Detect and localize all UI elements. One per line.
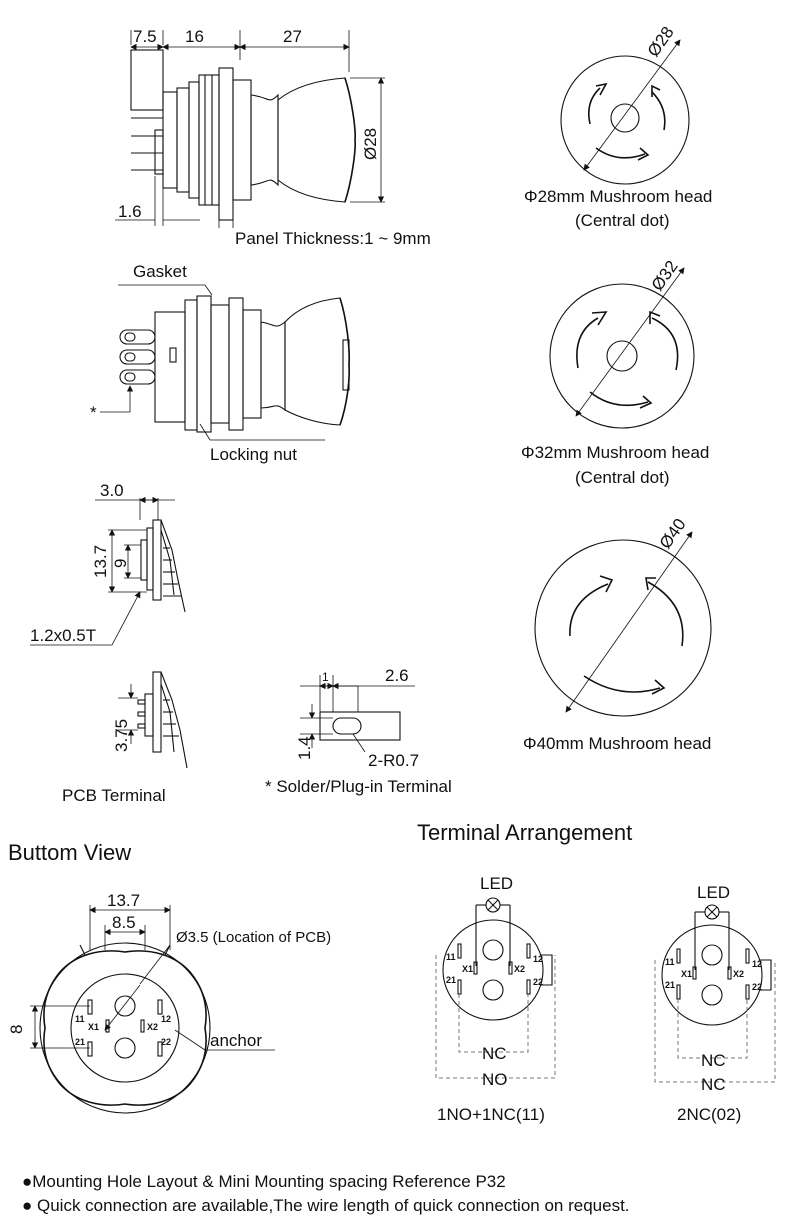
locking-nut-label: Locking nut — [210, 445, 297, 464]
right-pin-22: 22 — [752, 982, 762, 992]
bottom-pin-x2: X2 — [147, 1022, 158, 1032]
note-mounting-hole: ●Mounting Hole Layout & Mini Mounting sp… — [22, 1172, 506, 1191]
pcb-terminal-label: PCB Terminal — [62, 786, 166, 805]
left-led-label: LED — [480, 874, 513, 893]
dim-1: 1 — [322, 670, 329, 684]
left-pin-12: 12 — [533, 954, 543, 964]
terminal-arrangement: Terminal Arrangement LED 11 21 X1 X2 — [417, 820, 776, 1124]
asterisk-marker: * — [90, 403, 97, 422]
bottom-pin-21: 21 — [75, 1037, 85, 1047]
notes: ●Mounting Hole Layout & Mini Mounting sp… — [22, 1172, 630, 1215]
side-assembly-view: Gasket * Locking nut — [90, 262, 350, 464]
gasket-label: Gasket — [133, 262, 187, 281]
right-pin-x1: X1 — [681, 969, 692, 979]
right-caption: 2NC(02) — [677, 1105, 741, 1124]
dim-13-7: 13.7 — [91, 545, 110, 578]
bottom-dim-13-7: 13.7 — [107, 891, 140, 910]
head-40-dim: Ø40 — [656, 515, 690, 552]
note-quick-connection: ● Quick connection are available,The wir… — [22, 1196, 630, 1215]
dim-1-6: 1.6 — [118, 202, 142, 221]
top-side-view: 7.5 16 27 Ø28 1.6 Panel Thickness:1 ~ 9m… — [115, 27, 431, 248]
mushroom-head-28: Ø28 Φ28mm Mushroom head (Central dot) — [524, 23, 712, 230]
solder-terminal-detail: 1 2.6 1.4 2-R0.7 * Solder/Plug-in Termin… — [265, 666, 452, 796]
pcb-terminal-detail: 3.75 PCB Terminal — [62, 671, 188, 805]
head-28-dim: Ø28 — [644, 23, 678, 60]
bottom-pin-12: 12 — [161, 1014, 171, 1024]
bottom-pin-11: 11 — [75, 1014, 85, 1024]
anchor-label: anchor — [210, 1031, 262, 1050]
panel-thickness-label: Panel Thickness:1 ~ 9mm — [235, 229, 431, 248]
left-pin-22: 22 — [533, 977, 543, 987]
terminal-detail: 3.0 13.7 9 1.2x0.5T — [30, 481, 186, 646]
head-32-line1: Φ32mm Mushroom head — [521, 443, 709, 462]
left-pin-11: 11 — [446, 952, 456, 962]
bottom-view-title: Buttom View — [8, 840, 131, 865]
head-32-line2: (Central dot) — [575, 468, 669, 487]
dim-16: 16 — [185, 27, 204, 46]
left-pin-21: 21 — [446, 975, 456, 985]
dim-27: 27 — [283, 27, 302, 46]
terminal-arrangement-title: Terminal Arrangement — [417, 820, 632, 845]
right-pin-21: 21 — [665, 980, 675, 990]
right-pin-12: 12 — [752, 959, 762, 969]
mushroom-head-40: Ø40 Φ40mm Mushroom head — [523, 515, 712, 753]
bottom-dim-8-5: 8.5 — [112, 913, 136, 932]
right-led-label: LED — [697, 883, 730, 902]
left-no-label: NO — [482, 1070, 508, 1089]
terminal-diagram-1no1nc: LED 11 21 X1 X2 12 22 NC — [435, 874, 556, 1124]
left-nc-label: NC — [482, 1044, 507, 1063]
right-nc-label-1: NC — [701, 1051, 726, 1070]
dim-3-0: 3.0 — [100, 481, 124, 500]
right-nc-label-2: NC — [701, 1075, 726, 1094]
bottom-dim-8: 8 — [7, 1025, 26, 1034]
bottom-dim-pcb-location: Ø3.5 (Location of PCB) — [176, 929, 331, 946]
right-pin-11: 11 — [665, 957, 675, 967]
head-28-line2: (Central dot) — [575, 211, 669, 230]
dim-1-2x0-5t: 1.2x0.5T — [30, 626, 96, 645]
solder-plug-in-label: * Solder/Plug-in Terminal — [265, 777, 452, 796]
terminal-diagram-2nc: LED 11 21 X1 X2 12 22 NC — [654, 883, 776, 1124]
dim-2-6: 2.6 — [385, 666, 409, 685]
mushroom-head-32: Ø32 Φ32mm Mushroom head (Central dot) — [521, 257, 709, 487]
bottom-pin-22: 22 — [161, 1037, 171, 1047]
dim-7-5: 7.5 — [133, 27, 157, 46]
head-28-line1: Φ28mm Mushroom head — [524, 187, 712, 206]
left-caption: 1NO+1NC(11) — [437, 1105, 545, 1124]
left-pin-x1: X1 — [462, 964, 473, 974]
dim-9: 9 — [111, 559, 130, 568]
dim-diameter-28: Ø28 — [361, 128, 380, 160]
dim-3-75: 3.75 — [112, 719, 131, 752]
left-pin-x2: X2 — [514, 964, 525, 974]
bottom-pin-x1: X1 — [88, 1022, 99, 1032]
head-40-line1: Φ40mm Mushroom head — [523, 734, 711, 753]
bottom-view: Buttom View 13.7 8.5 Ø3.5 (Location of P… — [7, 840, 331, 1114]
dim-1-4: 1.4 — [295, 736, 314, 760]
right-pin-x2: X2 — [733, 969, 744, 979]
dim-2-r0-7: 2-R0.7 — [368, 751, 419, 770]
head-32-dim: Ø32 — [648, 257, 682, 294]
